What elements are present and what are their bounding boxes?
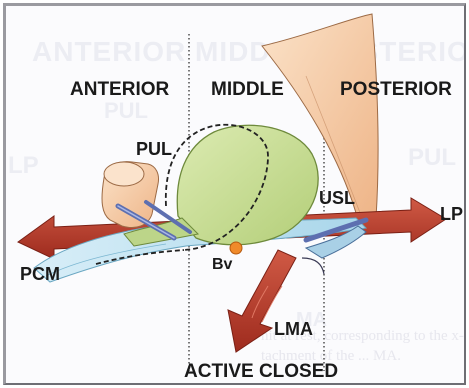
diagram-frame: ANTERIOR MIDDLE POSTERIOR PUL PUL LP MA …: [3, 3, 466, 385]
caption: ACTIVE CLOSED: [184, 361, 338, 383]
lma-label: LMA: [274, 319, 313, 340]
bv-label: Bv: [212, 256, 232, 274]
bv-dot: [230, 242, 242, 254]
anatomy-illustration: [6, 6, 466, 385]
usl-label: USL: [319, 188, 355, 209]
lp-label: LP: [440, 204, 463, 225]
posterior-label: POSTERIOR: [340, 79, 452, 101]
middle-label: MIDDLE: [211, 79, 284, 101]
anterior-label: ANTERIOR: [70, 79, 169, 101]
pul-label: PUL: [136, 139, 172, 160]
pcm-label: PCM: [20, 264, 60, 285]
